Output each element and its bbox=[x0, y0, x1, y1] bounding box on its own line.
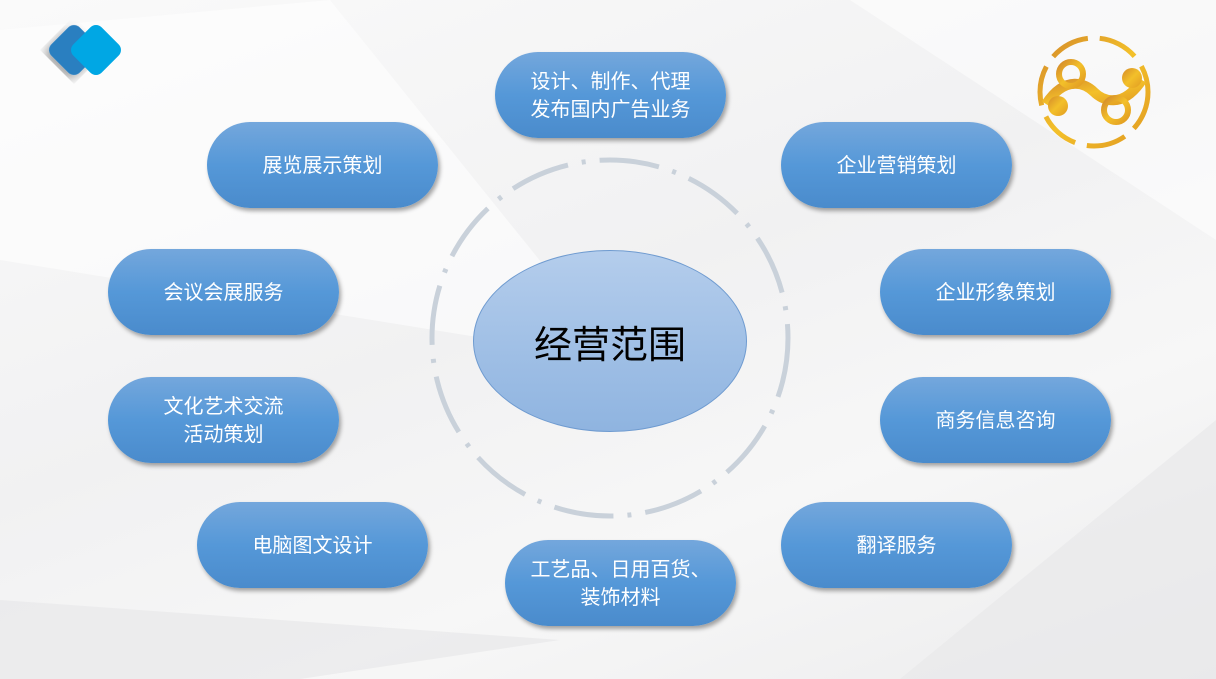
dashed-ring bbox=[429, 157, 791, 519]
scope-item-exhibition-planning: 展览展示策划 bbox=[207, 122, 438, 208]
brand-logo-icon bbox=[49, 25, 121, 75]
scope-item-crafts-goods: 工艺品、日用百货、 装饰材料 bbox=[505, 540, 736, 626]
scope-item-marketing-planning: 企业营销策划 bbox=[781, 122, 1012, 208]
scope-item-business-consulting: 商务信息咨询 bbox=[880, 377, 1111, 463]
scope-item-graphic-design: 电脑图文设计 bbox=[197, 502, 428, 588]
cloud-emblem-icon bbox=[1037, 35, 1151, 149]
scope-item-cultural-exchange: 文化艺术交流 活动策划 bbox=[108, 377, 339, 463]
center-title: 经营范围 bbox=[473, 250, 747, 432]
scope-item-advertising: 设计、制作、代理 发布国内广告业务 bbox=[495, 52, 726, 138]
scope-item-translation: 翻译服务 bbox=[781, 502, 1012, 588]
scope-item-conference-services: 会议会展服务 bbox=[108, 249, 339, 335]
scope-item-corporate-image: 企业形象策划 bbox=[880, 249, 1111, 335]
